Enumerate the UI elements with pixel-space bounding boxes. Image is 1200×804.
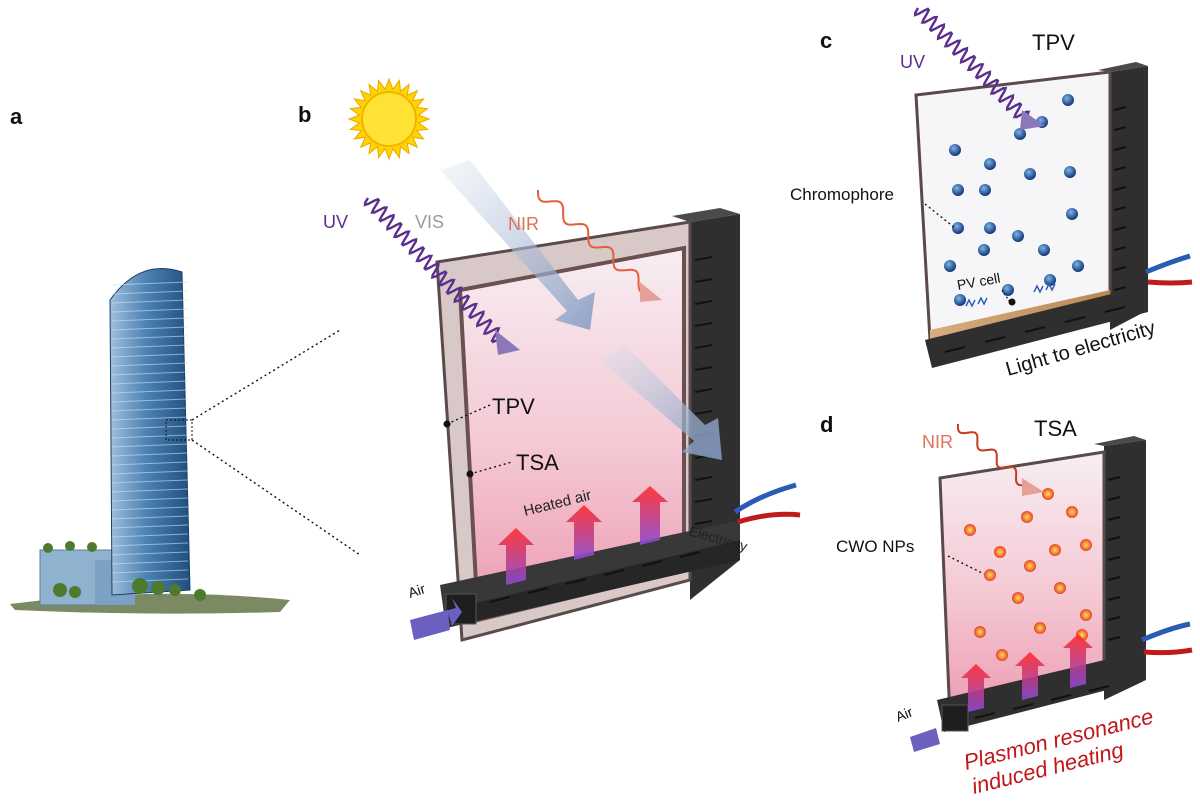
panel-d-letter: d	[820, 412, 833, 437]
pv-cell-label: PV cell	[956, 270, 1002, 293]
panel-a-letter: a	[10, 104, 23, 129]
nir-wave	[537, 190, 647, 295]
tsa-wire-blue	[1141, 621, 1191, 643]
tsa-wire-red	[1143, 647, 1193, 656]
tpv-module	[914, 62, 1148, 368]
frame-right-top	[672, 208, 740, 222]
tpv-uv-label: UV	[900, 52, 925, 72]
panel-b: b UV VIS NIR	[298, 77, 801, 642]
tpv-frame-column	[1110, 66, 1148, 330]
heated-air-arrows	[498, 486, 668, 585]
frame-right-column	[690, 214, 740, 600]
panel-c: c TPV UV Chromophore PV cell Light	[790, 7, 1193, 381]
tower-floor-lines	[111, 281, 189, 583]
nir-arrowhead	[640, 282, 662, 302]
tsa-pointer	[469, 461, 513, 475]
base-air-slots	[489, 551, 701, 603]
tower	[109, 268, 191, 596]
tsa-module	[937, 436, 1146, 732]
tpv-label: TPV	[492, 394, 535, 419]
window-frame	[435, 208, 740, 642]
air-label: Air	[406, 580, 428, 601]
tpv-wire-red	[1147, 279, 1193, 286]
chromophore-label: Chromophore	[790, 185, 894, 204]
zoom-box	[165, 419, 193, 441]
tsa-label: TSA	[516, 450, 559, 475]
tsa-nir-label: NIR	[922, 432, 953, 452]
wire-blue	[733, 482, 797, 515]
vis-light-arrow	[440, 160, 595, 330]
tsa-air-label: Air	[893, 703, 915, 724]
tpv-uv-wave	[913, 7, 1031, 119]
building-illustration	[10, 268, 361, 614]
tsa-base	[937, 650, 1146, 732]
cwo-nanoparticles	[964, 488, 1092, 661]
zoom-line-bottom	[191, 439, 361, 556]
cwo-label: CWO NPs	[836, 537, 914, 556]
electron-sparks	[965, 282, 1056, 308]
zoom-line-top	[191, 329, 341, 421]
tpv-base	[925, 285, 1148, 368]
pv-cell-strip	[930, 290, 1110, 340]
tsa-nir-wave	[956, 423, 1023, 487]
panel-c-title: TPV	[1032, 30, 1075, 55]
cwo-pointer	[947, 555, 985, 575]
uv-arrowhead	[495, 330, 520, 355]
trees	[43, 541, 206, 601]
panel-a: a	[10, 104, 361, 614]
panel-d-title: TSA	[1034, 416, 1077, 441]
panel-b-letter: b	[298, 102, 311, 127]
vis-label: VIS	[415, 212, 444, 232]
panel-d: d TSA NIR CWO NPs Air Plasmon resonan	[820, 412, 1193, 799]
tsa-heat-arrows	[961, 634, 1093, 712]
tpv-uv-arrowhead	[1020, 110, 1045, 130]
chromophore-pointer	[924, 203, 956, 229]
panel-c-letter: c	[820, 28, 832, 53]
sun-icon	[347, 77, 431, 161]
wire-red	[737, 511, 801, 525]
transmitted-light-arrow	[600, 345, 722, 460]
uv-label: UV	[323, 212, 348, 232]
chromophore-dots	[944, 94, 1084, 306]
nir-label: NIR	[508, 214, 539, 234]
uv-wave	[363, 197, 504, 344]
tpv-wire-blue	[1145, 253, 1191, 275]
tsa-air-arrow	[910, 728, 940, 752]
tsa-frame-column	[1104, 440, 1146, 700]
tsa-nir-arrowhead	[1022, 478, 1044, 496]
